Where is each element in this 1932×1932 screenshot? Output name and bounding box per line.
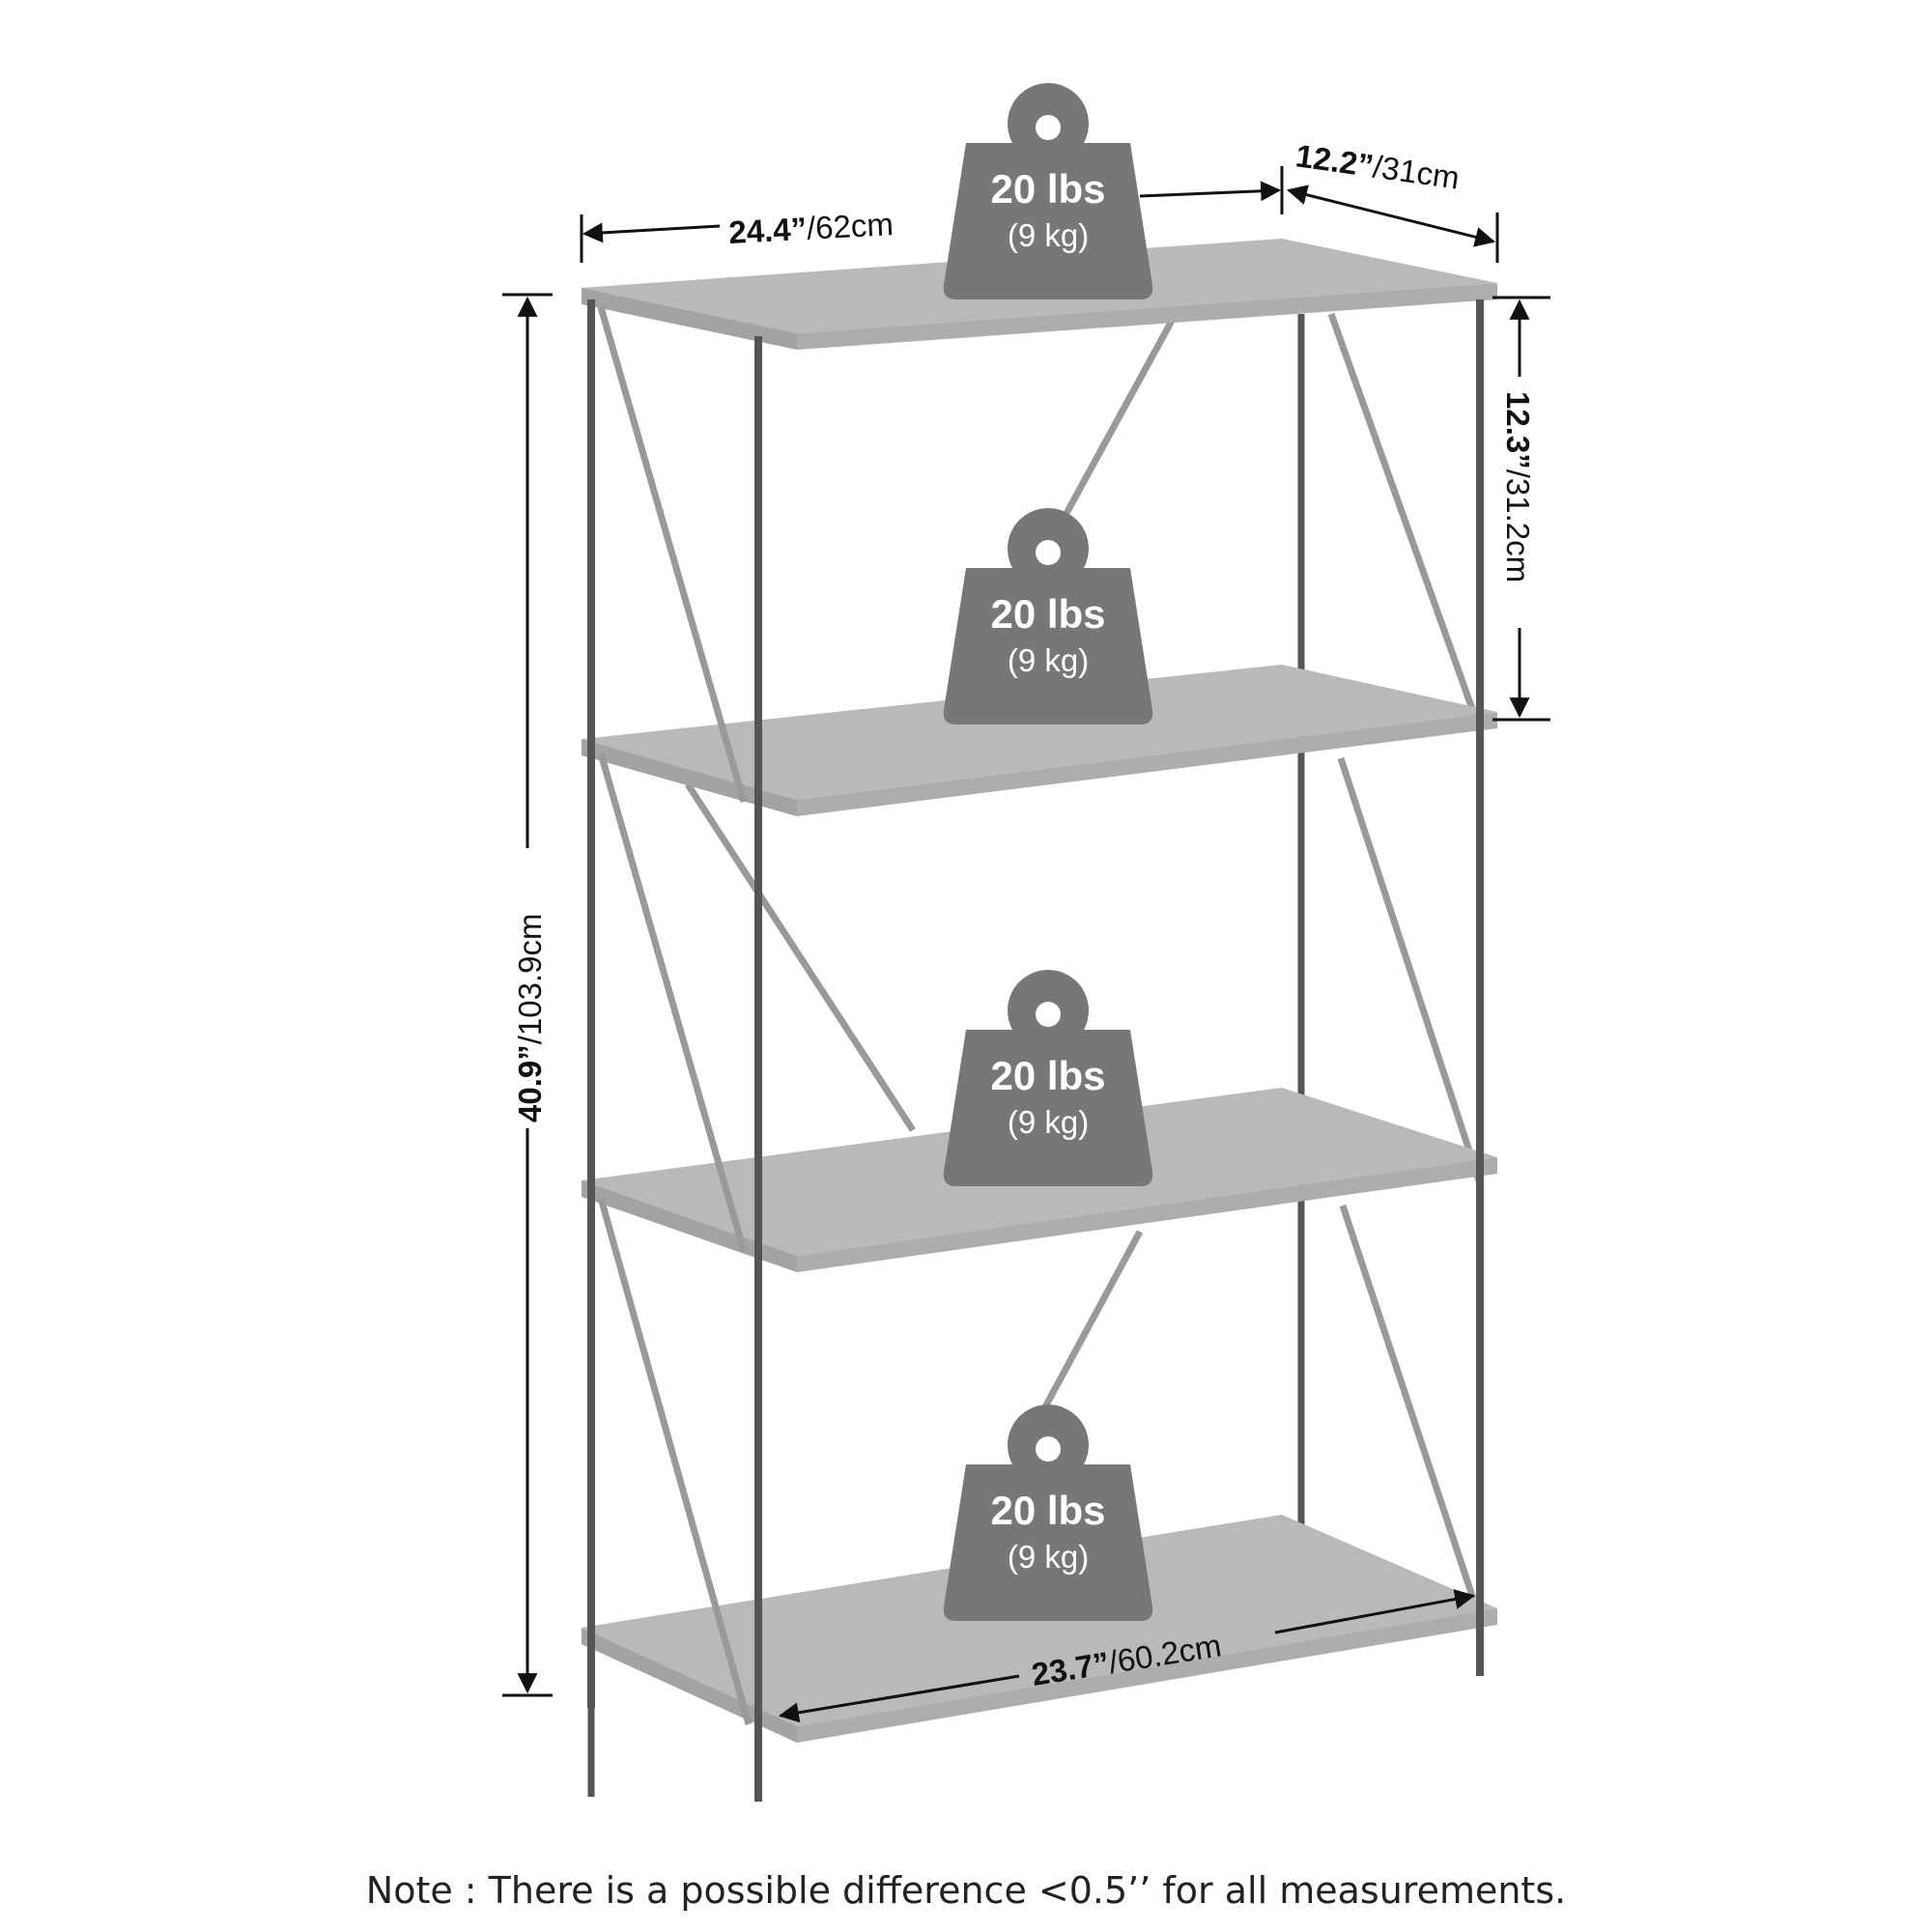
total-height-label: 40.9”/103.9cm — [512, 914, 548, 1122]
brace-left-2 — [597, 753, 748, 1252]
weight-bottom-lbs: 20 lbs — [990, 1488, 1105, 1533]
brace-right-1 — [1327, 312, 1480, 722]
weight-3: 20 lbs (9 kg) — [943, 970, 1153, 1186]
weight-2: 20 lbs (9 kg) — [943, 508, 1153, 724]
weight-3-lbs: 20 lbs — [990, 1053, 1105, 1098]
weight-3-kg: (9 kg) — [1008, 1104, 1089, 1140]
measurement-note: Note : There is a possible difference <0… — [365, 1869, 1567, 1912]
brace-left-1 — [597, 306, 748, 803]
dimension-top-width: 24.4”/62cm — [580, 166, 1284, 263]
top-width-label: 24.4”/62cm — [727, 206, 894, 250]
brace-left-3 — [597, 1197, 753, 1725]
brace-back-3 — [1032, 1230, 1144, 1427]
brace-right-3 — [1339, 1204, 1477, 1601]
weight-top-kg: (9 kg) — [1008, 217, 1089, 253]
weight-2-kg: (9 kg) — [1008, 642, 1089, 678]
weight-bottom: 20 lbs (9 kg) — [943, 1405, 1153, 1621]
brace-right-2 — [1337, 756, 1484, 1185]
weight-bottom-kg: (9 kg) — [1008, 1539, 1089, 1575]
weight-2-lbs: 20 lbs — [990, 591, 1105, 637]
dimension-depth: 12.2”/31cm — [1286, 137, 1499, 263]
brace-back-2 — [685, 782, 916, 1132]
depth-label: 12.2”/31cm — [1293, 137, 1462, 195]
weight-top: 20 lbs (9 kg) — [943, 83, 1153, 299]
weight-top-lbs: 20 lbs — [990, 166, 1105, 212]
shelves — [582, 239, 1497, 1743]
front-frame — [587, 299, 1484, 1802]
dimension-total-height: 40.9”/103.9cm — [502, 293, 553, 1697]
shelf-gap-label: 12.3”/31.2cm — [1500, 391, 1536, 582]
dimension-shelf-gap: 12.3”/31.2cm — [1492, 296, 1550, 722]
brace-back-1 — [1049, 319, 1176, 540]
